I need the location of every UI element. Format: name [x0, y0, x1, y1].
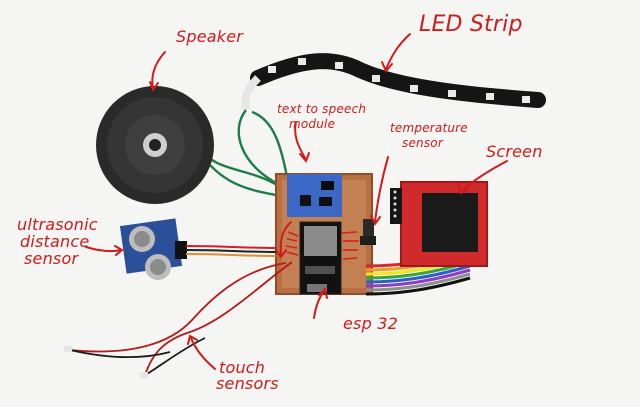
esp32-label: esp 32 [343, 314, 398, 333]
screen-module [390, 181, 488, 267]
touch-sensors-label-line-1: touch [219, 358, 266, 377]
ultrasonic-label-line-1: ultrasonic [17, 215, 98, 234]
speaker-label: Speaker [176, 27, 244, 46]
led-strip-label: LED Strip [419, 12, 523, 37]
led-strip [241, 53, 546, 111]
ultrasonic-sensor [119, 218, 187, 280]
speaker [96, 86, 214, 204]
board-red-wires [285, 231, 359, 260]
touch-sensor-ends [64, 346, 148, 378]
screen-label: Screen [486, 142, 543, 161]
tts-label-line-1: text to speech [277, 102, 367, 116]
temperature-label-line-2: sensor [402, 136, 443, 150]
temperature-label-line-1: temperature [390, 121, 468, 135]
ultrasonic-label-line-3: sensor [24, 249, 79, 268]
tts-label-line-2: module [289, 117, 336, 131]
temperature-sensor [360, 219, 376, 245]
text-to-speech-module [287, 174, 342, 217]
annotation-arrows [85, 33, 508, 370]
touch-sensor-wires [69, 261, 293, 376]
esp32-board [299, 221, 342, 295]
touch-sensors-label-line-2: sensors [216, 374, 279, 393]
ultrasonic-label-line-2: distance [20, 232, 90, 251]
ultrasonic-wires [185, 245, 277, 257]
